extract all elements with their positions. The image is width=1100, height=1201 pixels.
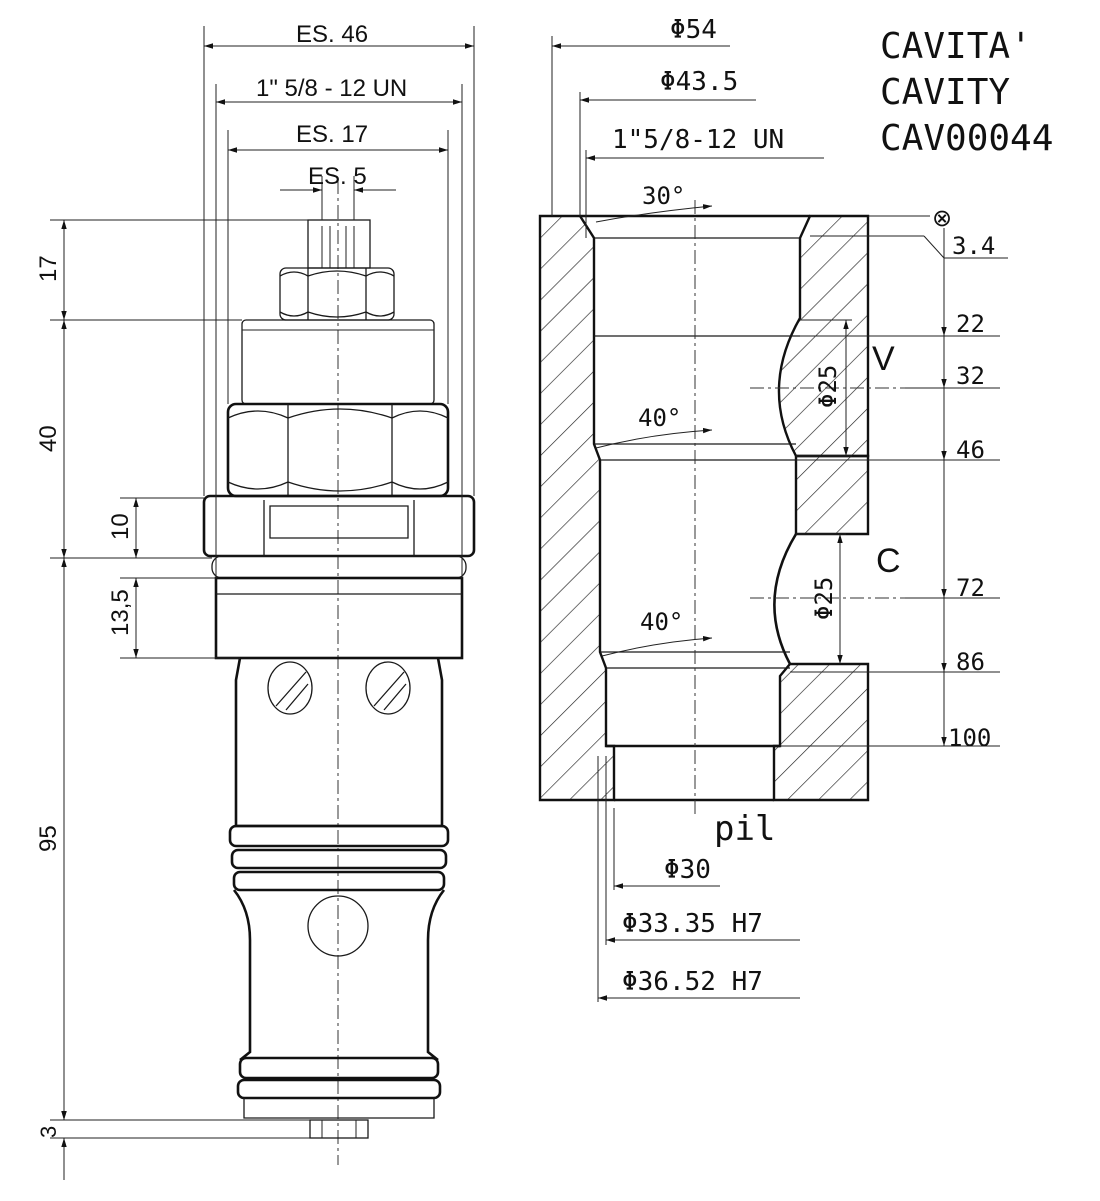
middle-seal	[228, 824, 450, 892]
v-port-right	[365, 661, 411, 715]
cavity-wall-right-bottom	[772, 662, 870, 802]
c-port-diam: Φ25	[810, 577, 838, 620]
dim-diam-36-52: Φ36.52 H7	[622, 967, 763, 997]
dim-thread-cavity: 1"5/8-12 UN	[612, 125, 784, 155]
depth-86: 86	[956, 648, 985, 676]
cartridge-top-dims: ES. 46 1" 5/8 - 12 UN ES. 17 ES. 5	[203, 21, 475, 578]
cavity-wall-right-lower	[794, 454, 870, 536]
thread-body	[214, 576, 464, 660]
v-port-diam: Φ25	[814, 365, 842, 408]
dim-17: 17	[35, 255, 62, 282]
angle-30: 30°	[642, 182, 685, 210]
seal-ring	[211, 555, 467, 579]
dim-diam-54: Φ54	[670, 15, 717, 45]
title-cavity: CAVITY	[880, 72, 1010, 113]
datum-symbol: ⊗	[932, 205, 952, 232]
dim-95: 95	[35, 825, 62, 852]
adjust-stem	[307, 219, 371, 269]
port-dims: Φ25 V Φ25 C	[796, 319, 901, 664]
v-port-left	[267, 661, 313, 715]
dim-es46: ES. 46	[296, 21, 368, 48]
c-port	[307, 895, 369, 957]
cavity-depth-dims: ⊗ 3.4 22 32 46 72 86 100	[780, 205, 1008, 752]
dim-diam-33-35: Φ33.35 H7	[622, 909, 763, 939]
depth-32: 32	[956, 362, 985, 390]
lower-sleeve	[232, 889, 446, 1062]
c-port-profile	[773, 533, 798, 665]
depth-72: 72	[956, 574, 985, 602]
title-code: CAV00044	[880, 118, 1053, 159]
depth-22: 22	[956, 310, 985, 338]
depth-3-4: 3.4	[952, 232, 995, 260]
cavity-wall-left	[538, 214, 616, 802]
depth-46: 46	[956, 436, 985, 464]
angle-40-upper: 40°	[638, 404, 681, 432]
dim-40: 40	[35, 425, 62, 452]
depth-100: 100	[948, 724, 991, 752]
upper-sleeve	[234, 657, 444, 828]
cavity-bottom-dims: Φ30 Φ33.35 H7 Φ36.52 H7	[597, 756, 800, 1002]
title-block: CAVITA' CAVITY CAV00044	[880, 26, 1053, 159]
cartridge-left-dims: 17 40 10 13,5 95 3	[35, 219, 310, 1180]
port-pil-label: pil	[714, 809, 775, 849]
port-v-label: V	[872, 340, 895, 378]
cavity-top-dims: Φ54 Φ43.5 1"5/8-12 UN	[551, 15, 824, 238]
pilot-tip	[309, 1119, 369, 1139]
lock-nut	[279, 267, 395, 321]
dim-es17: ES. 17	[296, 121, 368, 148]
bottom-seal	[236, 1056, 442, 1119]
dim-13-5: 13,5	[107, 589, 134, 636]
angle-40-lower: 40°	[640, 608, 683, 636]
port-c-label: C	[876, 542, 901, 580]
dim-thread: 1" 5/8 - 12 UN	[256, 75, 407, 102]
dim-es5: ES. 5	[308, 163, 367, 190]
flange-hex	[202, 494, 476, 558]
dim-3: 3	[36, 1126, 61, 1138]
dim-diam-30: Φ30	[664, 855, 711, 885]
cartridge-valve: ES. 46 1" 5/8 - 12 UN ES. 17 ES. 5	[35, 21, 476, 1180]
dim-10: 10	[107, 513, 134, 540]
cavity-section: 30° 40° 40° Φ54 Φ43.5 1"5/8-12 UN ⊗ 3.4	[538, 15, 1008, 1002]
title-cavita: CAVITA'	[880, 26, 1032, 67]
dim-diam-43-5: Φ43.5	[660, 67, 738, 97]
